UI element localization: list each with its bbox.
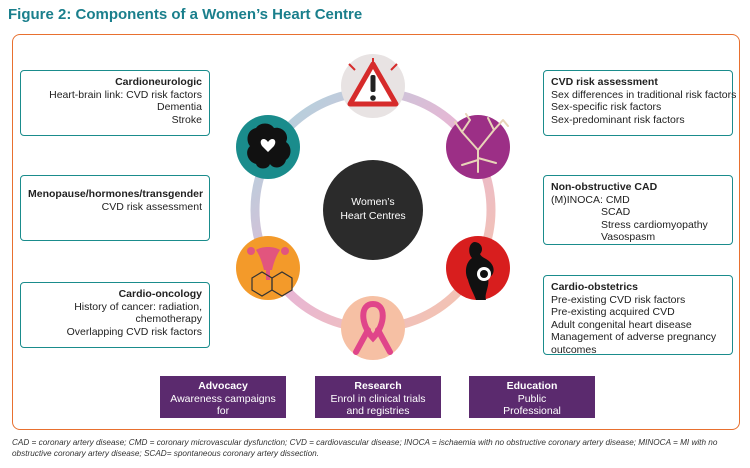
advocacy-line: community legislators bbox=[172, 417, 274, 430]
footnote-line: CAD = coronary artery disease; CMD = cor… bbox=[12, 438, 718, 447]
non-obstructive-line: Stress cardiomyopathy bbox=[601, 218, 708, 231]
cardioneurologic-line: Dementia bbox=[157, 101, 202, 113]
non-obstructive-line: Vasospasm bbox=[601, 231, 656, 243]
cardio-obstetrics-heading: Cardio-obstetrics bbox=[551, 281, 638, 293]
cardioneurologic-line: Heart-brain link: CVD risk factors bbox=[49, 88, 202, 101]
education-line: Public bbox=[517, 392, 547, 405]
non-obstructive-line: (M)INOCA: CMD bbox=[551, 193, 630, 206]
cardio-oncology-line: Overlapping CVD risk factors bbox=[66, 325, 202, 338]
center-label-line2: Heart Centres bbox=[340, 210, 405, 222]
research-box: Research Enrol in clinical trials and re… bbox=[315, 376, 441, 418]
cardio-obstetrics-box: Cardio-obstetrics Pre-existing CVD risk … bbox=[543, 275, 733, 356]
cardioneurologic-box: Cardioneurologic Heart-brain link: CVD r… bbox=[20, 70, 210, 136]
cvd-risk-heading: CVD risk assessment bbox=[551, 76, 658, 88]
center-label-line1: Women’s bbox=[351, 196, 394, 208]
uterus-hormone-icon bbox=[236, 236, 300, 300]
vessel-icon bbox=[446, 113, 510, 179]
cardio-oncology-box: Cardio-oncology History of cancer: radia… bbox=[20, 282, 210, 348]
education-box: Education Public Professional bbox=[469, 376, 595, 418]
cvd-risk-line: Sex-specific risk factors bbox=[551, 101, 662, 113]
advocacy-box: Advocacy Awareness campaigns for communi… bbox=[160, 376, 286, 430]
brain-heart-icon bbox=[236, 115, 300, 179]
ribbon-icon bbox=[341, 296, 405, 360]
non-obstructive-heading: Non-obstructive CAD bbox=[551, 181, 658, 193]
footnote: CAD = coronary artery disease; CMD = cor… bbox=[12, 437, 742, 459]
cardioneurologic-line: Stroke bbox=[171, 113, 202, 126]
cardio-obstetrics-line: Pre-existing acquired CVD bbox=[551, 306, 675, 318]
research-line: and registries bbox=[346, 405, 410, 417]
cvd-risk-line: Sex-predominant risk factors bbox=[551, 113, 685, 126]
diagram-frame bbox=[12, 34, 740, 430]
cvd-risk-box: CVD risk assessment Sex differences in t… bbox=[543, 70, 737, 136]
cardioneurologic-heading: Cardioneurologic bbox=[115, 76, 202, 88]
cvd-risk-line: Sex differences in traditional risk fact… bbox=[551, 88, 737, 101]
cardio-obstetrics-line: outcomes bbox=[551, 343, 597, 356]
cardio-obstetrics-line: Pre-existing CVD risk factors bbox=[551, 293, 686, 306]
figure-title: Figure 2: Components of a Women’s Heart … bbox=[8, 6, 363, 23]
advocacy-heading: Advocacy bbox=[198, 380, 248, 392]
menopause-heading: Menopause/hormones/transgender bbox=[28, 188, 204, 200]
education-line: Professional bbox=[503, 405, 561, 417]
warning-icon bbox=[341, 54, 405, 118]
non-obstructive-line: SCAD bbox=[601, 206, 631, 218]
menopause-line: CVD risk assessment bbox=[101, 200, 202, 213]
menopause-box: Menopause/hormones/transgender CVD risk … bbox=[20, 175, 210, 241]
research-line: Enrol in clinical trials bbox=[330, 392, 426, 405]
cardio-oncology-line: History of cancer: radiation, bbox=[74, 300, 202, 313]
advocacy-line: Awareness campaigns for bbox=[170, 392, 276, 418]
cardio-oncology-line: chemotherapy bbox=[135, 313, 202, 325]
cardio-obstetrics-line: Management of adverse pregnancy bbox=[551, 331, 717, 343]
cardio-oncology-heading: Cardio-oncology bbox=[118, 288, 202, 300]
center-circle bbox=[323, 160, 423, 260]
research-heading: Research bbox=[354, 380, 402, 392]
footnote-line: obstructive coronary artery disease; SCA… bbox=[12, 449, 319, 458]
education-heading: Education bbox=[506, 380, 558, 392]
pregnancy-icon bbox=[446, 236, 510, 300]
cardio-obstetrics-line: Adult congenital heart disease bbox=[551, 318, 692, 331]
non-obstructive-box: Non-obstructive CAD (M)INOCA: CMD SCAD S… bbox=[543, 175, 733, 245]
